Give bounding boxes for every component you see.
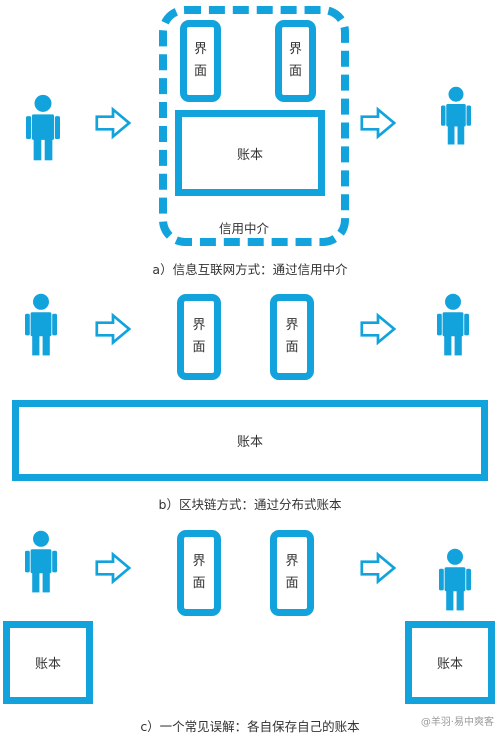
interface-label-char: 面	[192, 576, 206, 591]
ledger-label: 账本	[236, 147, 263, 163]
person-icon	[441, 85, 471, 147]
ledger-label: 账本	[236, 435, 263, 450]
caption-c: c）一个常见误解：各自保存自己的账本	[140, 719, 360, 734]
interface-label-char: 面	[285, 340, 299, 355]
arrow-right-icon	[360, 312, 396, 346]
intermediary-label: 信用中介	[219, 221, 270, 236]
person-icon	[24, 293, 58, 357]
ledger-box-left: 账本	[3, 621, 93, 704]
arrow-right-icon	[360, 106, 396, 140]
interface-label-char: 面	[285, 576, 299, 591]
watermark: @羊羽·易中爽客	[420, 717, 494, 728]
interface-box-left: 界 面	[177, 294, 221, 380]
interface-box-left: 界 面	[177, 530, 221, 616]
caption-b: b）区块链方式：通过分布式账本	[158, 497, 342, 512]
interface-label-char: 面	[192, 340, 206, 355]
ledger-box: 账本	[175, 110, 325, 196]
interface-label-char: 面	[193, 64, 207, 79]
interface-box-right: 界 面	[275, 20, 316, 102]
distributed-ledger-box: 账本	[12, 400, 488, 481]
ledger-label: 账本	[436, 657, 463, 672]
interface-label-char: 界	[285, 554, 299, 569]
arrow-right-icon	[95, 312, 131, 346]
interface-box-right: 界 面	[270, 294, 314, 380]
ledger-label: 账本	[34, 657, 61, 672]
arrow-right-icon	[95, 106, 131, 140]
person-icon	[26, 85, 60, 171]
arrow-right-icon	[95, 551, 131, 585]
person-icon	[439, 548, 471, 612]
interface-box-left: 界 面	[180, 20, 221, 102]
interface-label-char: 界	[288, 42, 302, 57]
interface-label-char: 界	[192, 318, 206, 333]
interface-label-char: 界	[285, 318, 299, 333]
ledger-box-right: 账本	[405, 621, 495, 704]
interface-label-char: 面	[288, 64, 302, 79]
credit-intermediary-boundary	[159, 6, 349, 246]
caption-a: a）信息互联网方式：通过信用中介	[152, 262, 348, 277]
arrow-right-icon	[360, 551, 396, 585]
person-icon	[24, 530, 58, 594]
interface-box-right: 界 面	[270, 530, 314, 616]
person-icon	[437, 293, 469, 357]
interface-label-char: 界	[192, 554, 206, 569]
interface-label-char: 界	[193, 42, 207, 57]
